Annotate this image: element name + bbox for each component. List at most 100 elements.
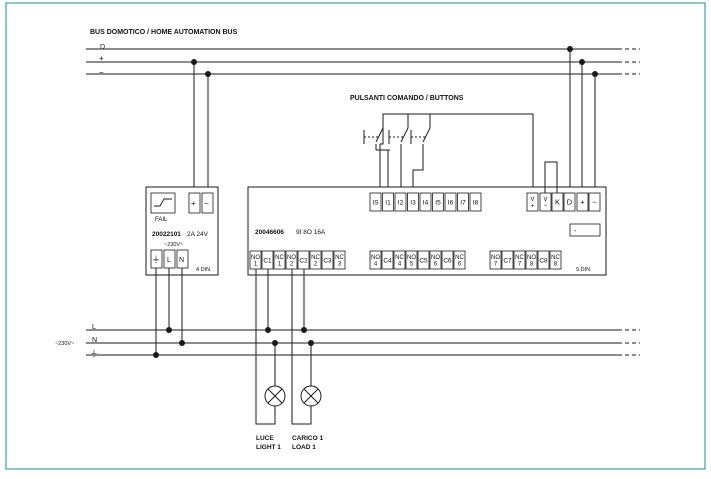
bus-terminal-2: K	[551, 192, 564, 212]
output-terminal-5: NC2	[309, 250, 322, 270]
output-terminal-15-box	[453, 250, 466, 270]
output-terminal-0-label: 1	[254, 262, 258, 268]
output-terminal-18-box	[513, 250, 526, 270]
output-terminal-3: NO2	[285, 250, 298, 270]
output-terminal-16-label: NO	[491, 255, 500, 261]
push-button-2	[388, 114, 409, 193]
input-terminal-i4: I4	[419, 192, 432, 212]
input-terminal-i6-box	[444, 192, 457, 212]
output-terminal-19-box	[525, 250, 538, 270]
bus-line-d-label: D	[100, 44, 105, 51]
k-loop-wire	[544, 161, 558, 193]
output-terminal-10-label: NC	[395, 255, 404, 261]
bus-terminal-5-box	[588, 192, 601, 212]
output-terminal-7-label: NC	[335, 255, 344, 261]
junction-psu-l	[166, 327, 172, 333]
pb2-contact	[400, 127, 409, 143]
output-terminal-2-label: NC	[275, 255, 284, 261]
output-terminal-5-label: 2	[314, 262, 318, 268]
output-terminal-11-label: 5	[410, 262, 414, 268]
psu-out-plus-label: +	[191, 199, 196, 208]
psu-model: 20022101	[152, 231, 181, 238]
pb3-out	[412, 144, 424, 193]
mains-l-label: L	[92, 324, 96, 331]
mains-earth-label: ⏚	[90, 349, 98, 358]
input-terminal-i5-box	[432, 192, 444, 212]
module-display	[569, 223, 601, 237]
output-terminal-4: C2	[297, 250, 310, 270]
output-terminal-2: NC1	[273, 250, 286, 270]
bus-terminal-5: −	[588, 192, 601, 212]
output-terminal-3-label: 2	[290, 262, 294, 268]
psu-in-n-label: N	[179, 257, 184, 264]
output-terminal-9-label: C4	[383, 257, 392, 264]
no1-to-light-wire	[255, 269, 276, 425]
output-terminal-21-box	[549, 250, 562, 270]
input-terminal-i3-label: I3	[410, 199, 416, 206]
output-terminal-14-label: C6	[443, 257, 452, 264]
output-terminal-0: NO1	[249, 250, 262, 270]
output-terminal-18-label: 7	[518, 262, 522, 268]
input-terminal-i4-box	[419, 192, 432, 212]
input-terminal-i6: I6	[444, 192, 457, 212]
lamp-icon	[264, 385, 286, 407]
module-spec: 9I 8O 16A	[296, 229, 326, 236]
bus-title: BUS DOMOTICO / HOME AUTOMATION BUS	[90, 29, 238, 36]
output-terminal-9: C4	[381, 250, 394, 270]
output-terminal-18: NC7	[513, 250, 526, 270]
light-1-label-line2: LIGHT 1	[256, 444, 281, 451]
module-display-text: -	[574, 228, 577, 235]
bus-terminal-2-label: K	[555, 198, 560, 207]
junction-light-n	[272, 340, 278, 346]
output-terminal-13-label: NO	[431, 255, 440, 261]
psu-in-earth-label: ⏚	[152, 255, 160, 264]
bus-terminal-1: V−	[539, 192, 552, 212]
input-terminal-is-label: IS	[372, 199, 379, 206]
junction-c1-l	[265, 327, 271, 333]
light-1-cross-b	[267, 388, 283, 404]
output-terminal-10: NC4	[393, 250, 406, 270]
bus-terminal-1-label: −	[544, 204, 548, 210]
output-terminal-15: NC6	[453, 250, 466, 270]
output-terminal-19-label: 8	[530, 262, 534, 268]
junction-psu-minus	[205, 71, 211, 77]
output-terminal-6-box	[321, 250, 334, 270]
output-terminal-18-label: NC	[515, 255, 524, 261]
input-terminal-is-box	[369, 192, 382, 212]
input-terminal-i6-label: I6	[448, 199, 454, 206]
output-terminal-4-label: C2	[299, 257, 308, 264]
output-terminal-2-box	[273, 250, 286, 270]
input-terminal-i2-label: I2	[398, 199, 404, 206]
bus-terminal-4-label: +	[580, 198, 585, 207]
psu-out-minus-label: −	[204, 199, 209, 208]
output-terminal-1-label: C1	[263, 257, 272, 264]
output-terminal-8-box	[369, 250, 382, 270]
output-terminal-0-label: NO	[251, 255, 260, 261]
output-terminal-19-label: NO	[527, 255, 536, 261]
push-button-1	[363, 114, 390, 193]
bus-terminal-0-box	[526, 192, 539, 212]
output-terminal-8-label: 4	[374, 262, 378, 268]
pb1-contact	[375, 127, 384, 143]
mains-junctions	[153, 327, 314, 358]
output-terminal-14-box	[441, 250, 454, 270]
output-terminal-6-label: C3	[323, 257, 332, 264]
output-terminal-13-label: 6	[434, 262, 438, 268]
junction-psu-n	[179, 340, 185, 346]
output-terminal-16-box	[489, 250, 502, 270]
output-terminal-8: NO4	[369, 250, 382, 270]
input-terminal-i7-box	[457, 192, 469, 212]
input-terminal-i1-box	[382, 192, 394, 212]
bus-terminal-3: D	[563, 192, 576, 212]
output-terminal-20-box	[537, 250, 550, 270]
pb3-contact	[422, 127, 431, 143]
bus-terminal-0-label: +	[531, 204, 535, 210]
output-terminal-12-box	[417, 250, 430, 270]
output-terminal-7-box	[333, 250, 346, 270]
junction-load-n	[308, 340, 314, 346]
